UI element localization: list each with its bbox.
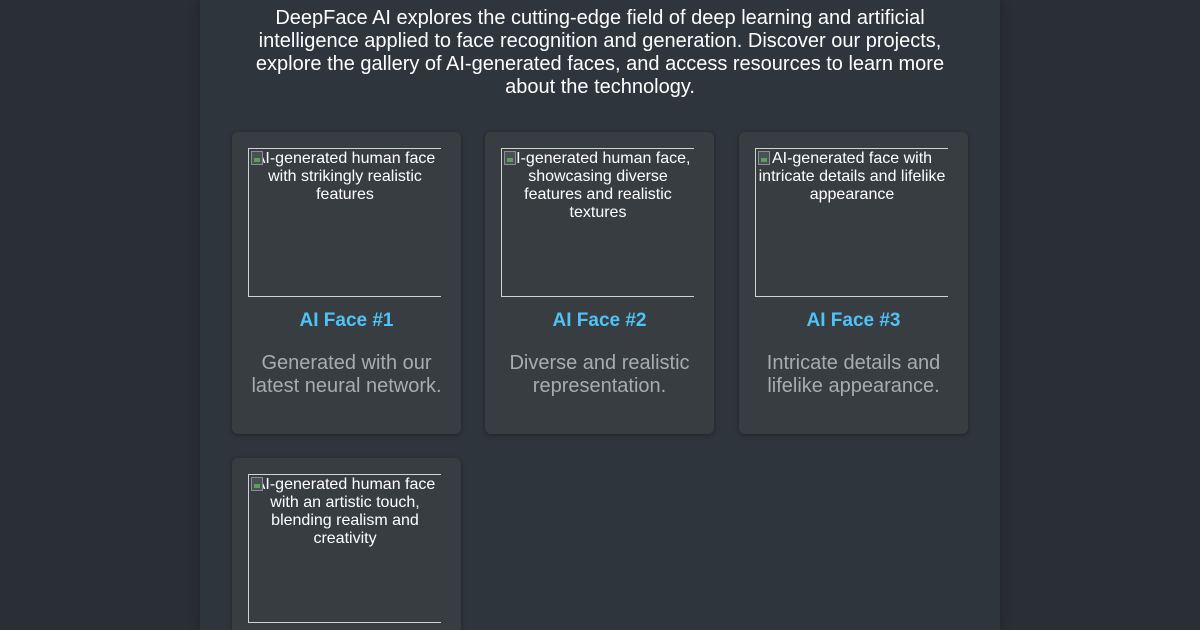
card-title: AI Face #3 (806, 310, 901, 331)
gallery-card-1[interactable]: AI-generated human face with strikingly … (232, 132, 461, 434)
card-image[interactable]: AI-generated human face with strikingly … (248, 148, 441, 297)
card-description: Intricate details and lifelike appearanc… (766, 352, 941, 397)
card-title: AI Face #2 (552, 310, 647, 331)
gallery-card-2[interactable]: AI-generated human face, showcasing dive… (485, 132, 714, 434)
broken-image-icon (504, 151, 516, 165)
card-image[interactable]: AI-generated face with intricate details… (755, 148, 948, 297)
card-description: Generated with our latest neural network… (251, 352, 442, 397)
broken-image-icon (758, 151, 770, 165)
content-panel: DeepFace AI explores the cutting-edge fi… (200, 0, 1000, 630)
card-image[interactable]: AI-generated human face with an artistic… (248, 474, 441, 623)
image-alt-text: AI-generated human face, showcasing dive… (505, 150, 691, 221)
card-title: AI Face #1 (299, 310, 394, 331)
broken-image-icon (251, 477, 263, 491)
image-alt-text: AI-generated human face with an artistic… (254, 476, 436, 547)
intro-text: DeepFace AI explores the cutting-edge fi… (255, 7, 945, 98)
image-alt-text: AI-generated face with intricate details… (758, 150, 946, 203)
broken-image-icon (251, 151, 263, 165)
gallery-card-3[interactable]: AI-generated face with intricate details… (739, 132, 968, 434)
gallery-card-4[interactable]: AI-generated human face with an artistic… (232, 458, 461, 630)
image-alt-text: AI-generated human face with strikingly … (254, 150, 436, 203)
card-description: Diverse and realistic representation. (509, 352, 690, 397)
card-image[interactable]: AI-generated human face, showcasing dive… (501, 148, 694, 297)
